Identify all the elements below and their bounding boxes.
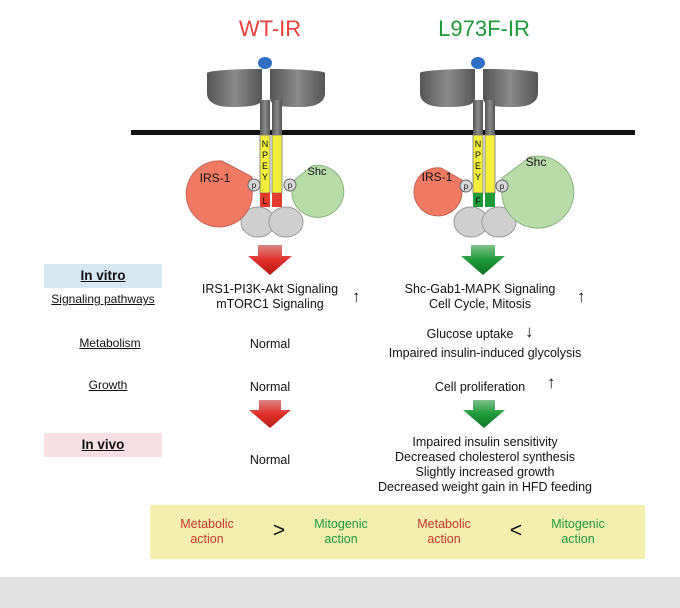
mutant-signaling-up-arrow: ↑ — [577, 287, 586, 306]
wt-receptor: N P E Y L p p IRS-1 Shc — [185, 57, 345, 238]
mutant-alpha-subunit-left — [420, 69, 475, 107]
wt-beta-left-upper — [260, 100, 270, 135]
mutant-comparison-operator: < — [509, 519, 523, 542]
mutant-metabolism-down-arrow: ↓ — [525, 322, 534, 341]
wt-irs1-label: IRS-1 — [200, 171, 231, 185]
wt-irs1-protein — [185, 160, 253, 228]
wt-title: WT-IR — [238, 16, 302, 41]
in-vivo-label: In vivo — [81, 437, 125, 452]
wt-mutation-site-left — [260, 193, 270, 207]
wt-signaling-up-arrow: ↑ — [352, 287, 361, 306]
wt-insulin-ligand — [258, 57, 272, 69]
mutant-shc-label: Shc — [526, 155, 547, 169]
mutant-metabolism-line1: Glucose uptake — [426, 327, 514, 341]
mutant-receptor: N P E Y F p p IRS-1 Shc — [413, 57, 575, 238]
wt-phospho-right — [283, 178, 297, 192]
wt-metabolic-line1: Metabolic — [180, 517, 234, 531]
mutant-mutation-site-right — [485, 193, 495, 207]
wt-metabolism-value: Normal — [249, 337, 291, 351]
cell-membrane — [131, 130, 635, 135]
mutant-growth-up-arrow: ↑ — [547, 373, 556, 392]
wt-npey-y: Y — [262, 172, 268, 182]
mutant-phospho-right — [495, 179, 509, 193]
wt-phospho-right-label: p — [288, 181, 293, 190]
mutant-in-vivo-line: Decreased weight gain in HFD feeding — [377, 480, 592, 494]
mutant-title: L973F-IR — [438, 16, 530, 41]
wt-comparison-operator: > — [272, 519, 286, 542]
wt-metabolic-line2: action — [190, 532, 224, 546]
growth-label: Growth — [88, 378, 128, 392]
mutant-beta-left-upper — [473, 100, 483, 135]
mutant-residue-letter: F — [475, 196, 481, 206]
mutant-beta-right-upper — [485, 100, 495, 135]
wt-npey-p: P — [262, 150, 268, 160]
mutant-npey-p: P — [475, 150, 481, 160]
wt-npey-n: N — [262, 139, 269, 149]
wt-mutation-site-right — [272, 193, 282, 207]
wt-kinase-right — [268, 206, 304, 238]
mutant-arrow-lower — [463, 400, 505, 428]
mutant-phospho-left-label: p — [464, 182, 469, 191]
mutant-shc-protein — [501, 155, 575, 229]
mutant-signaling-line2: Cell Cycle, Mitosis — [428, 297, 532, 311]
mutant-arrow-upper — [461, 245, 505, 275]
wt-in-vivo-value: Normal — [249, 453, 291, 467]
bottom-band — [0, 577, 680, 608]
mutant-mitogenic-line2: action — [561, 532, 595, 546]
mutant-metabolic-line1: Metabolic — [417, 517, 471, 531]
signaling-pathways-label: Signaling pathways — [51, 292, 155, 306]
mutant-alpha-subunit-right — [483, 69, 538, 107]
mutant-npey-right — [484, 134, 496, 194]
in-vitro-header: In vitro — [44, 264, 162, 288]
mutant-irs1-label: IRS-1 — [422, 170, 453, 184]
wt-mitogenic-line2: action — [324, 532, 358, 546]
wt-mitogenic-line1: Mitogenic — [314, 517, 368, 531]
mutant-kinase-right — [481, 206, 517, 238]
mutant-metabolism-line2: Impaired insulin-induced glycolysis — [388, 346, 582, 360]
wt-growth-value: Normal — [249, 380, 291, 394]
mutant-npey-y: Y — [475, 172, 481, 182]
mutant-growth-value: Cell proliferation — [434, 380, 526, 394]
wt-summary-box: Metabolic action > Mitogenic action — [150, 505, 408, 559]
wt-phospho-left — [247, 178, 261, 192]
mutant-signaling-line1: Shc-Gab1-MAPK Signaling — [404, 282, 556, 296]
in-vivo-header: In vivo — [44, 433, 162, 457]
in-vitro-label: In vitro — [80, 268, 126, 283]
mutant-in-vivo-line: Impaired insulin sensitivity — [412, 435, 558, 449]
wt-signaling-line2: mTORC1 Signaling — [216, 297, 324, 311]
mutant-phospho-left — [459, 179, 473, 193]
wt-npey-e: E — [262, 161, 268, 171]
wt-signaling-line1: IRS1-PI3K-Akt Signaling — [201, 282, 339, 296]
metabolism-label: Metabolism — [79, 336, 141, 350]
wt-shc-label: Shc — [308, 166, 327, 178]
wt-beta-right-upper — [272, 100, 282, 135]
mutant-mitogenic-line1: Mitogenic — [551, 517, 605, 531]
wt-npey-right — [271, 134, 283, 194]
mutant-metabolic-line2: action — [427, 532, 461, 546]
wt-phospho-left-label: p — [252, 181, 257, 190]
mutant-summary-box: Metabolic action < Mitogenic action — [387, 505, 645, 559]
wt-alpha-subunit-right — [270, 69, 325, 107]
mutant-npey-n: N — [475, 139, 482, 149]
mutant-phospho-right-label: p — [500, 182, 505, 191]
wt-shc-protein — [291, 164, 345, 218]
mutant-mutation-site-left — [473, 193, 483, 207]
mutant-in-vivo-line: Decreased cholesterol synthesis — [395, 450, 575, 464]
wt-arrow-upper — [248, 245, 292, 275]
mutant-npey-e: E — [475, 161, 481, 171]
mutant-insulin-ligand — [471, 57, 485, 69]
wt-alpha-subunit-left — [207, 69, 262, 107]
wt-residue-letter: L — [262, 196, 267, 206]
wt-arrow-lower — [249, 400, 291, 428]
mutant-irs1-protein — [413, 167, 463, 217]
mutant-in-vivo-line: Slightly increased growth — [415, 465, 555, 479]
